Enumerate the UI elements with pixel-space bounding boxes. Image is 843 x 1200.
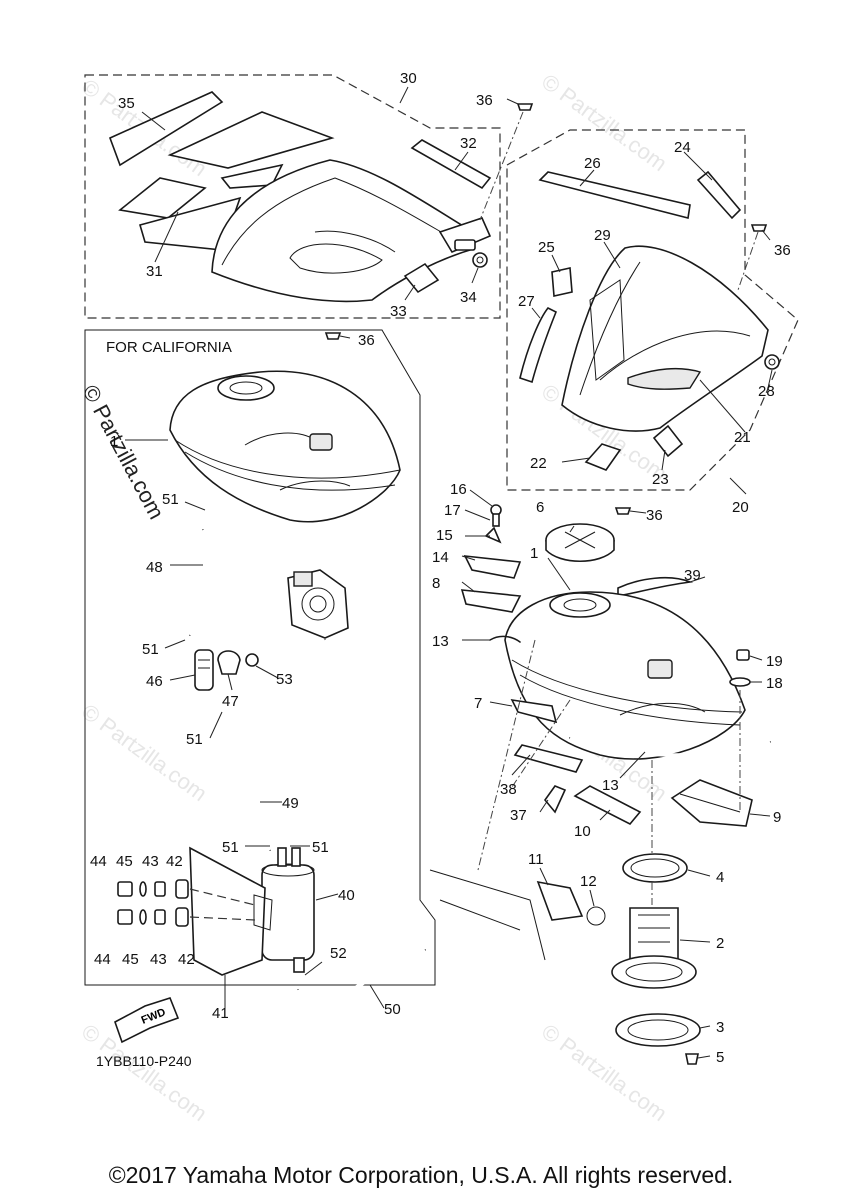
callout-22: 22 [530,455,547,472]
callout-10: 10 [574,823,591,840]
callout-6: 6 [536,499,544,516]
callout-15: 15 [436,527,453,544]
callout-27: 27 [518,293,535,310]
callout-25: 25 [538,239,555,256]
callout-18: 18 [766,675,783,692]
callout-2: 2 [716,935,724,952]
side-cover-group [506,129,799,515]
callout-31: 31 [146,263,163,280]
copyright-notice: ©2017 Yamaha Motor Corporation, U.S.A. A… [109,1162,734,1188]
callout-48: 48 [146,559,163,576]
callout-42-lower: 42 [178,951,195,968]
callout-40: 40 [338,887,355,904]
callout-53: 53 [276,671,293,688]
california-box [84,329,436,1044]
callout-24: 24 [674,139,691,156]
callout-41: 41 [212,1005,229,1022]
callout-numbers: 1 1 2 3 4 5 6 7 8 9 10 11 12 13 13 14 15… [90,70,791,1066]
callout-33: 33 [390,303,407,320]
watermark: © Partzilla.com [77,699,212,806]
watermark: © Partzilla.com [537,69,672,176]
callout-5: 5 [716,1049,724,1066]
callout-52: 52 [330,945,347,962]
callout-8: 8 [432,575,440,592]
callout-36-top: 36 [476,92,493,109]
callout-45-upper: 45 [116,853,133,870]
callout-13-lower: 13 [602,777,619,794]
callout-45-lower: 45 [122,951,139,968]
tank-cover-group [84,74,534,340]
callout-16: 16 [450,481,467,498]
callout-19: 19 [766,653,783,670]
callout-1-main: 1 [530,545,538,562]
callout-38: 38 [500,781,517,798]
callout-51-d: 51 [222,839,239,856]
watermark: © Partzilla.com [77,1019,212,1126]
callout-46: 46 [146,673,163,690]
callout-49: 49 [282,795,299,812]
callout-12: 12 [580,873,597,890]
section-label: FOR CALIFORNIA [106,339,232,356]
callout-36-lower: 36 [646,507,663,524]
callout-29: 29 [594,227,611,244]
tank-cover-leaders [141,86,524,339]
callout-14: 14 [432,549,449,566]
callout-39: 39 [684,567,701,584]
callout-3: 3 [716,1019,724,1036]
callout-17: 17 [444,502,461,519]
callout-32: 32 [460,135,477,152]
side-cover-leaders [531,151,773,514]
callout-43-lower: 43 [150,951,167,968]
callout-4: 4 [716,869,724,886]
callout-50: 50 [384,1001,401,1018]
callout-1-california: 1 [110,433,118,450]
callout-36-cover-right: 36 [774,242,791,259]
callout-30: 30 [400,70,417,87]
callout-26: 26 [584,155,601,172]
callout-42-upper: 42 [166,853,183,870]
callout-9: 9 [773,809,781,826]
callout-44-lower: 44 [94,951,111,968]
callout-21: 21 [734,429,751,446]
callout-47: 47 [222,693,239,710]
callout-37: 37 [510,807,527,824]
callout-11: 11 [528,851,544,868]
callout-7: 7 [474,695,482,712]
california-leaders [125,439,385,1009]
callout-28: 28 [758,383,775,400]
drawing-code: 1YBB110-P240 [96,1053,192,1069]
callout-36-cover-left: 36 [358,332,375,349]
callout-51-b: 51 [142,641,159,658]
callout-43-upper: 43 [142,853,159,870]
callout-51-c: 51 [186,731,203,748]
callout-51-e: 51 [312,839,329,856]
callout-23: 23 [652,471,669,488]
callout-34: 34 [460,289,477,306]
callout-44-upper: 44 [90,853,107,870]
callout-51-a: 51 [162,491,179,508]
main-tank-assembly [429,504,771,1065]
callout-13-upper: 13 [432,633,449,650]
main-tank-leaders [461,489,771,1059]
callout-35: 35 [118,95,135,112]
callout-20: 20 [732,499,749,516]
watermark-primary: © Partzilla.com [78,381,170,524]
